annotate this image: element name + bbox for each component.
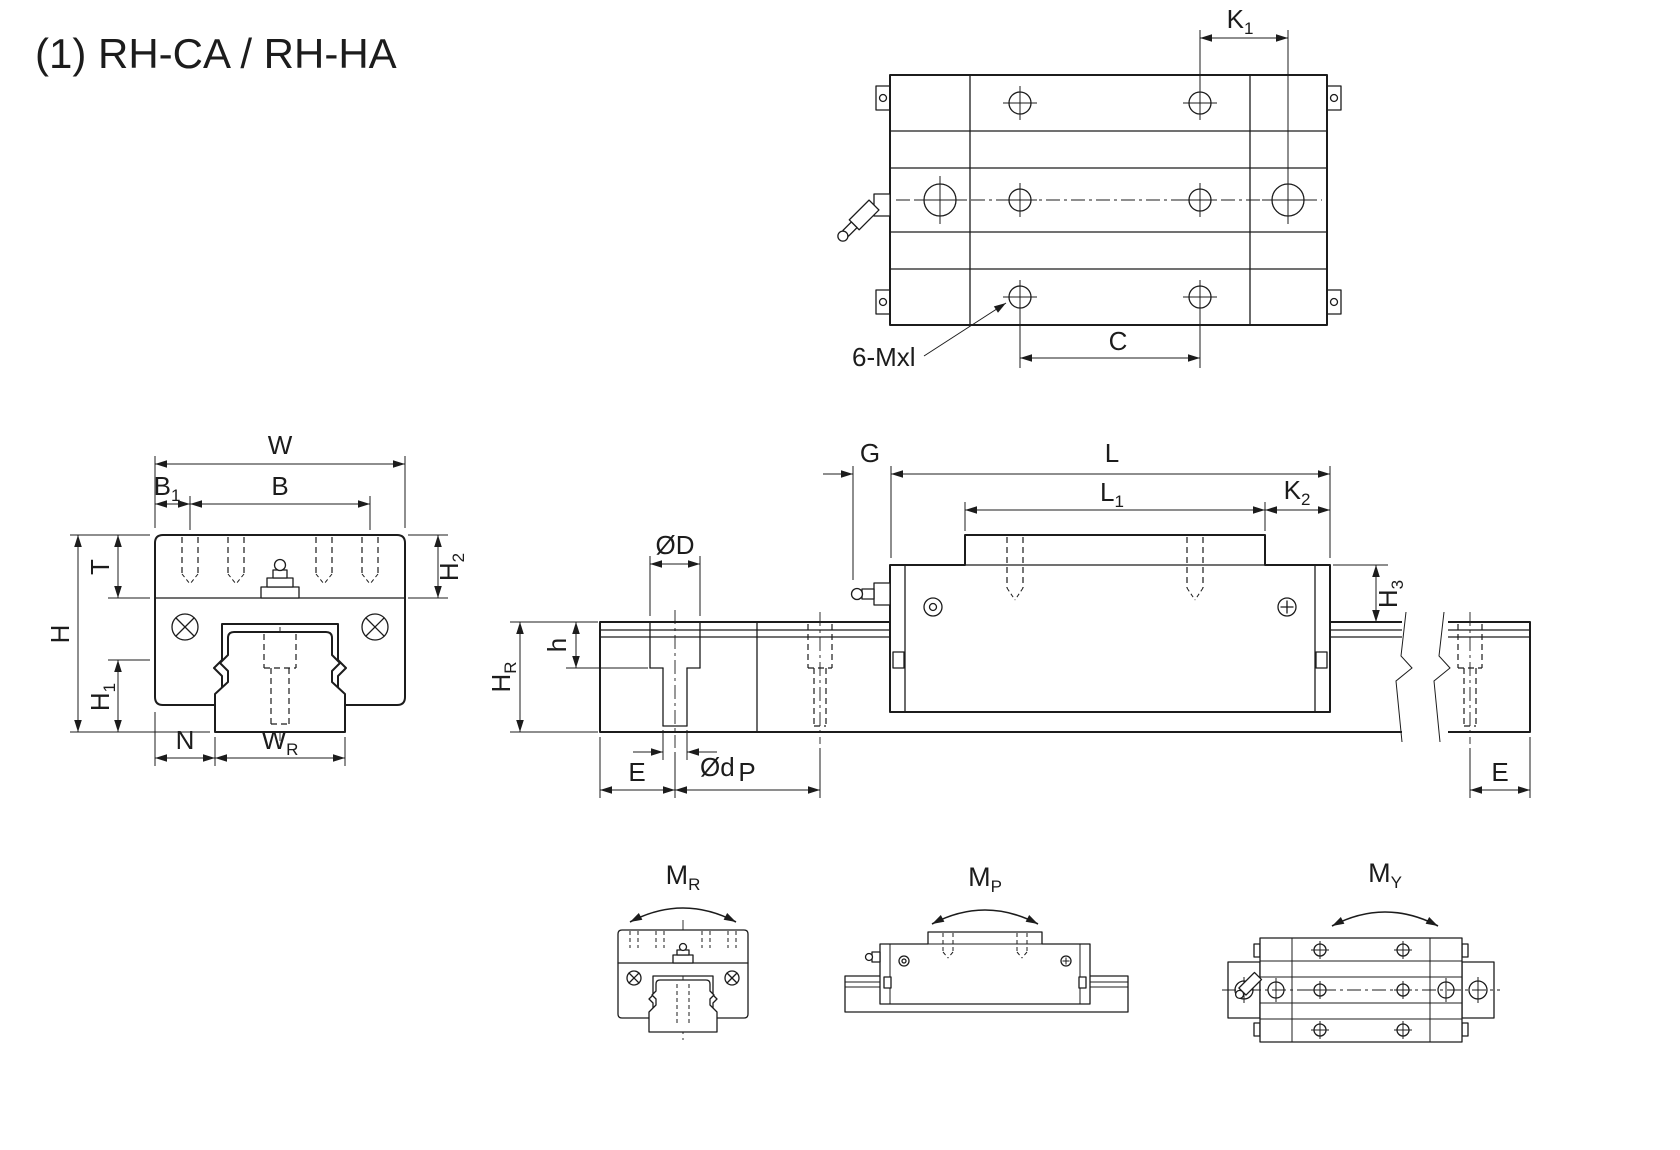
moment-label-my: MY [1368,858,1402,892]
dim-label-w: W [268,430,293,460]
moment-my-view: MY [1222,858,1500,1043]
dim-h3: H3 [1333,564,1407,622]
dim-label-c: C [1109,326,1128,356]
dim-label-hr: HR [486,661,520,692]
moment-label-mr: MR [666,860,701,894]
dim-h-bore: h [542,622,648,669]
dim-b1: B1 [154,471,190,508]
rail-hole-hidden-right [1457,612,1483,744]
dim-h: H [45,534,210,733]
dim-l1-k2: L1 K2 [964,475,1330,531]
dim-label-wr: WR [262,725,299,759]
tapped-holes-side [1006,537,1204,601]
side-view: G L L1 K2 H3 ØD HR [486,438,1531,798]
dim-b: B [189,471,371,530]
dim-wr: WR [215,725,346,766]
reference-holes [914,176,1314,224]
moment-mp-view: MP [844,862,1129,1013]
rail-front-outline [214,631,346,733]
moment-arrow-my [1331,911,1439,927]
dim-h2: H2 [408,534,468,599]
grease-nipple-plan [837,193,891,242]
dim-od-head: ØD [649,530,701,616]
hole-callout: 6-Mxl [852,302,1007,372]
dim-od-shank: Ød [633,730,735,782]
dim-label-b: B [271,471,288,501]
moment-label-mp: MP [968,862,1002,896]
page-title: (1) RH-CA / RH-HA [35,30,397,77]
dim-label-g: G [860,438,880,468]
rail-hole-hidden-mid [807,612,833,744]
moment-mr-view: MR [617,860,749,1040]
hole-callout-label: 6-Mxl [852,342,916,372]
moment-arrow-mp [931,909,1039,925]
grease-nipple-my [1234,971,1263,1000]
dim-t: T [85,535,150,599]
end-cap-screw-left [171,613,199,641]
rail-bolt-hole [649,610,701,748]
moment-arrow-mr [629,907,737,923]
grease-nipple-side [850,582,891,606]
dim-hr: HR [486,621,598,733]
dim-label-od-head: ØD [656,530,695,560]
dim-label-n: N [176,725,195,755]
mounting-holes [1003,86,1217,314]
dim-e-right: E [1469,737,1531,798]
dim-label-h: H [45,625,75,644]
dim-label-l: L [1105,438,1119,468]
break-line [1395,611,1413,743]
dim-g-l: G L [823,438,1331,580]
dim-label-k1: K1 [1227,4,1254,38]
dim-label-b1: B1 [154,471,181,505]
dim-e-p: E P [599,737,821,798]
dim-label-h1: H1 [85,683,119,711]
dim-h1: H1 [85,659,150,732]
dim-w: W [154,430,406,528]
dim-c: C [1019,312,1201,368]
dim-label-e-right: E [1491,757,1508,787]
dim-label-l1: L1 [1100,477,1124,511]
break-line [1433,611,1451,743]
dim-label-e-left: E [628,757,645,787]
dim-n: N [154,712,216,766]
dim-label-p: P [738,757,755,787]
dim-k1: K1 [1199,4,1289,182]
dim-label-k2: K2 [1284,475,1311,509]
carriage-side-outline [889,534,1331,713]
dim-label-t: T [85,559,115,575]
dim-label-h3: H3 [1373,580,1407,608]
carriage-front-outline [154,534,406,706]
dim-label-h-bore: h [542,638,572,652]
end-cap-screw-right [361,613,389,641]
grease-nipple-front [260,558,300,599]
dim-label-od-shank: Ød [700,752,735,782]
plan-view: K1 C 6-Mxl [837,4,1342,372]
tapped-holes-front [181,537,379,585]
front-view: W B B1 T H H1 [45,430,468,766]
dim-label-h2: H2 [434,553,468,581]
